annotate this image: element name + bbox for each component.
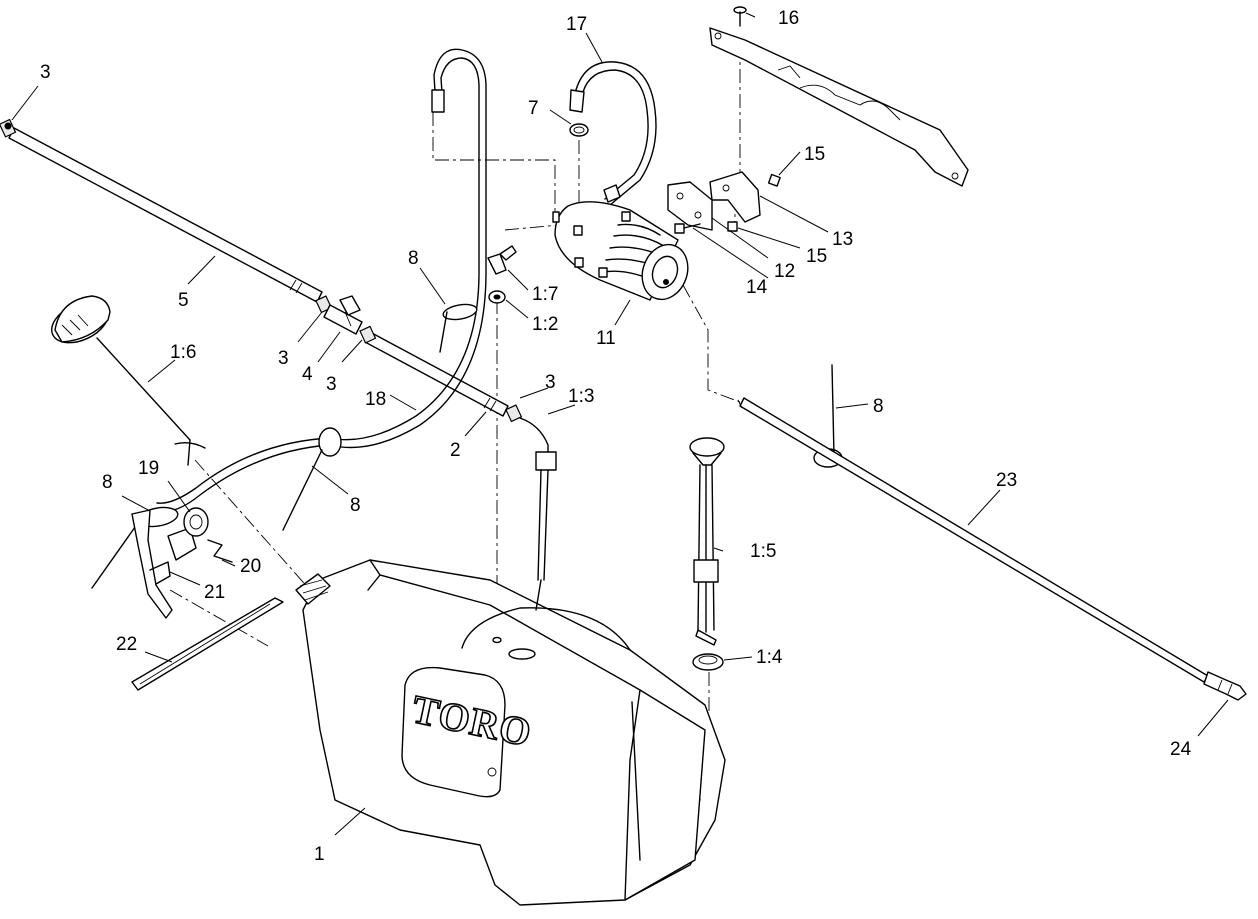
callout-13: 13 [832,229,853,250]
callout-17: 17 [566,14,587,35]
callout-2: 2 [450,440,461,461]
grommet-1-2 [488,290,506,304]
fuel-gauge-sender [689,437,725,646]
callout-11: 11 [596,328,616,349]
clip-20 [207,539,233,563]
callout-16: 16 [778,8,799,29]
fuel-tank: TORO [295,559,726,906]
fuel-line-item-23 [737,397,1209,683]
elbow-fitting [487,245,517,275]
callout-3a: 3 [40,62,51,83]
nut-15a [767,173,781,187]
callout-8d: 8 [873,396,884,417]
fuel-cap [51,295,206,466]
callout-7: 7 [528,98,539,119]
callout-1-2: 1:2 [532,314,558,335]
callout-3c: 3 [326,374,337,395]
callout-23: 23 [996,470,1017,491]
fuel-line-item-2 [364,331,509,417]
clamp-3d [505,404,523,423]
grommet-1-4 [692,653,724,671]
bracket-12 [667,181,713,231]
callout-1-7: 1:7 [532,284,558,305]
callout-14: 14 [746,277,768,298]
leader-lines [11,12,1229,836]
bracket-21 [131,509,197,619]
callout-1: 1 [314,844,325,865]
vent-hose [156,48,487,512]
strap-22 [131,597,284,691]
callout-19: 19 [138,458,159,479]
mounting-rail [709,27,969,187]
callout-1-5: 1:5 [750,541,776,562]
callout-22: 22 [116,634,137,655]
callout-20: 20 [240,556,261,577]
fuel-pickup [519,417,557,611]
callout-8a: 8 [408,248,419,269]
callout-15b: 15 [806,246,827,267]
callout-1-4: 1:4 [756,647,783,668]
callout-8c: 8 [102,472,113,493]
callout-12: 12 [774,261,795,282]
hose-clamp-7 [569,123,589,137]
callout-3b: 3 [278,348,289,369]
screw-14 [674,223,701,234]
callout-8b: 8 [350,495,361,516]
shutoff-valve [323,295,363,335]
clamp-3c [359,325,377,344]
fitting-24 [1203,671,1247,701]
fuel-line-item-5 [8,127,323,303]
callout-4: 4 [302,364,313,385]
clamp-3a [0,118,17,138]
screw-16 [733,6,747,27]
callout-1-3: 1:3 [568,386,594,407]
clamp-3b [315,295,333,314]
callout-21: 21 [204,582,225,603]
nut-15b [727,221,738,232]
cable-tie-8b [282,427,342,531]
callout-18: 18 [365,389,386,410]
callout-labels: 3 5 3 4 3 1:6 18 2 3 1:3 8 7 17 16 1:7 1… [40,8,1192,865]
canister-hose [569,61,657,206]
bracket-13 [709,171,761,223]
callout-15a: 15 [804,144,825,165]
callout-3d: 3 [545,372,556,393]
carbon-canister [552,201,689,301]
callout-1-6: 1:6 [170,342,196,363]
clamp-19 [183,507,209,537]
callout-5: 5 [178,290,189,311]
cable-tie-8a [439,303,478,353]
callout-24: 24 [1170,739,1192,760]
